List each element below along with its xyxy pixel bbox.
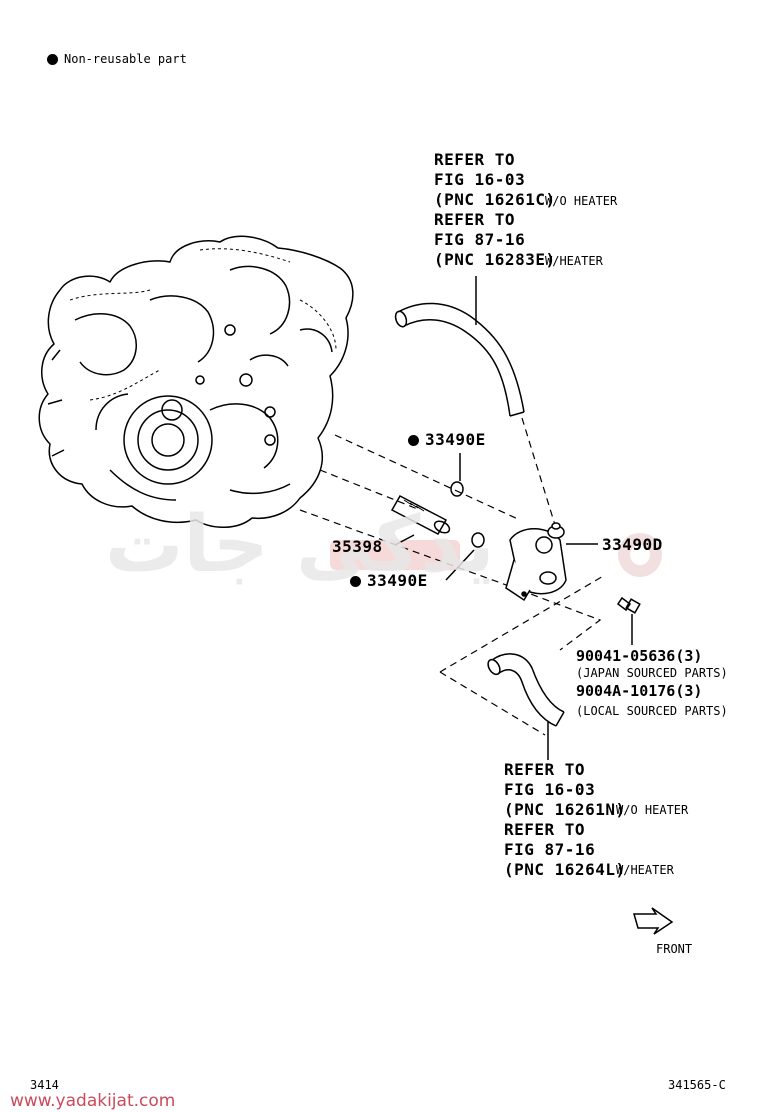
refer-top-line5: FIG 87-16 [434,230,526,249]
refer-bottom-line1: REFER TO [504,760,586,779]
part-note-japan: (JAPAN SOURCED PARTS) [576,666,728,680]
non-reusable-dot-icon [350,576,361,587]
refer-bottom-line4: REFER TO [504,820,586,839]
refer-bottom-note2: W/HEATER [616,863,674,877]
pipe-leader [394,534,415,546]
o-ring-lower [471,532,485,548]
refer-top-note2: W/HEATER [545,254,603,268]
watermark-graphic [330,533,662,577]
part-label-90041: 90041-05636(3) [576,647,703,665]
page-id-right: 341565-C [668,1078,726,1092]
front-label: FRONT [656,942,693,956]
transmission-detail-hatching [69,248,337,401]
oil-cooler-33490D [505,522,567,602]
watermark-text: یدکی جات [105,500,495,590]
legend: Non-reusable part [47,52,187,66]
legend-text: Non-reusable part [64,52,187,66]
front-arrow-icon [633,907,674,935]
refer-bottom-note1: W/O HEATER [616,803,689,817]
refer-bottom-line6: (PNC 16264L) [504,860,626,879]
non-reusable-dot-icon [47,54,58,65]
refer-top-line4: REFER TO [434,210,516,229]
part-label-33490E-upper: 33490E [408,430,486,449]
o-ring-upper [450,481,464,497]
refer-top-line6: (PNC 16283E) [434,250,556,269]
refer-bottom-line5: FIG 87-16 [504,840,596,859]
part-label-35398: 35398 [332,537,383,556]
refer-top-line1: REFER TO [434,150,516,169]
lower-hose [487,653,565,727]
refer-bottom-line3: (PNC 16261N) [504,800,626,819]
pipe-35398 [390,495,451,535]
site-link[interactable]: www.yadakijat.com [10,1091,176,1111]
refer-bottom-line2: FIG 16-03 [504,780,596,799]
part-label-33490E-lower: 33490E [350,571,428,590]
refer-top-note1: W/O HEATER [545,194,618,208]
part-label-9004A: 9004A-10176(3) [576,682,703,700]
bolt [616,596,641,614]
part-note-local: (LOCAL SOURCED PARTS) [576,704,728,718]
upper-hose [394,302,525,417]
refer-top-line2: FIG 16-03 [434,170,526,189]
non-reusable-dot-icon [408,435,419,446]
transmission-assembly [38,235,354,528]
refer-top-line3: (PNC 16261C) [434,190,556,209]
o-ring-lower-leader [445,549,475,581]
part-label-33490D: 33490D [602,535,663,554]
leader-lines-dashed [299,417,606,736]
page-id-left: 3414 [30,1078,59,1092]
